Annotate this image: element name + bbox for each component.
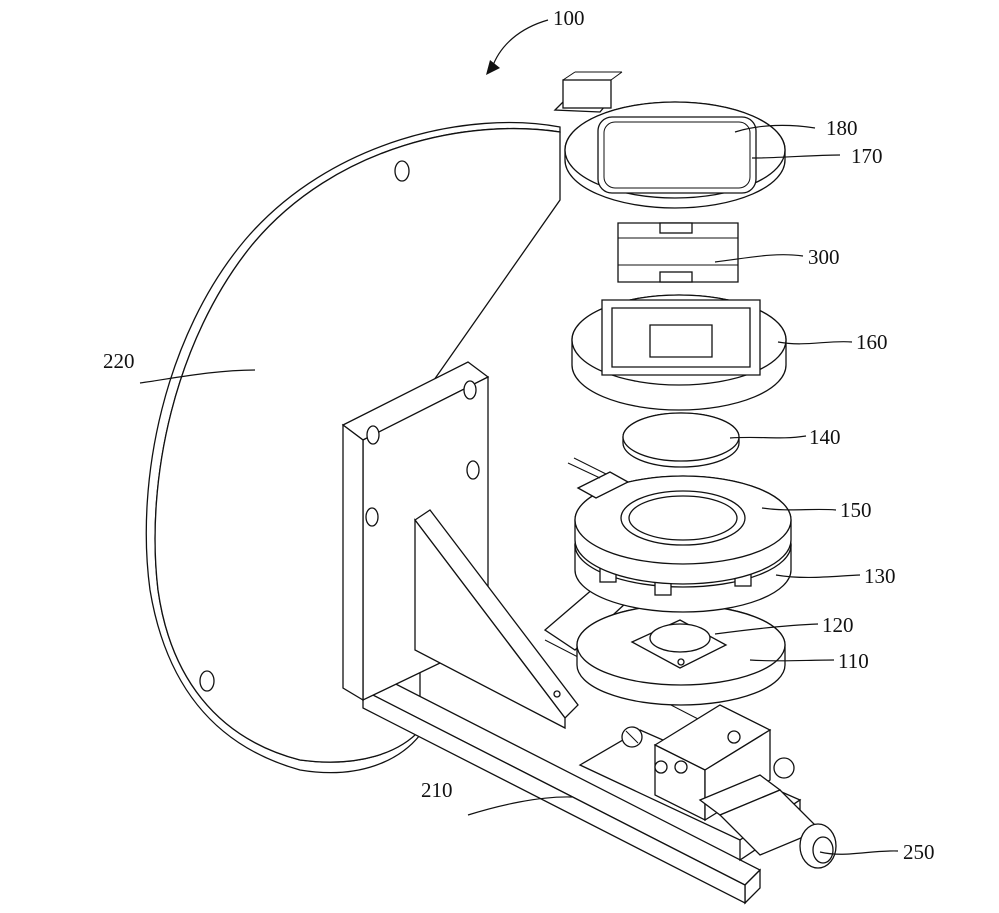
recessed-disc-160 [571,294,787,411]
chip-120 [630,619,728,669]
label-150: 150 [840,498,872,522]
leader-140 [729,435,807,439]
leader-110 [749,659,835,662]
label-100: 100 [553,6,585,30]
bracket-hole [466,460,480,480]
leader-lines [139,124,899,855]
block-300 [617,222,739,283]
label-220: 220 [103,349,135,373]
label-160: 160 [856,330,888,354]
label-110: 110 [838,649,869,673]
leader-130 [775,574,861,579]
label-210: 210 [421,778,453,802]
leader-250 [819,850,899,855]
arrow-100 [486,19,549,75]
label-170: 170 [851,144,883,168]
label-250: 250 [903,840,935,864]
leader-160 [777,341,853,345]
micrometer-stage-250 [578,704,837,869]
leader-180 [734,124,816,133]
plate-bolt-hole [394,160,410,182]
leader-300 [714,254,804,263]
bracket-hole [366,425,380,445]
label-120: 120 [822,613,854,637]
base-bracket-210 [341,361,762,905]
bracket-hole [365,507,379,527]
plate-bolt-hole [199,670,215,692]
leader-170 [751,154,841,159]
window-ring-150 [567,457,792,585]
thin-disc-140 [622,412,740,468]
label-180: 180 [826,116,858,140]
bracket-hole [463,380,477,400]
leader-120 [714,623,819,635]
leader-220 [139,369,256,384]
label-130: 130 [864,564,896,588]
leader-150 [761,507,837,511]
label-140: 140 [809,425,841,449]
display-180 [597,116,757,194]
label-300: 300 [808,245,840,269]
leader-210 [467,796,573,816]
